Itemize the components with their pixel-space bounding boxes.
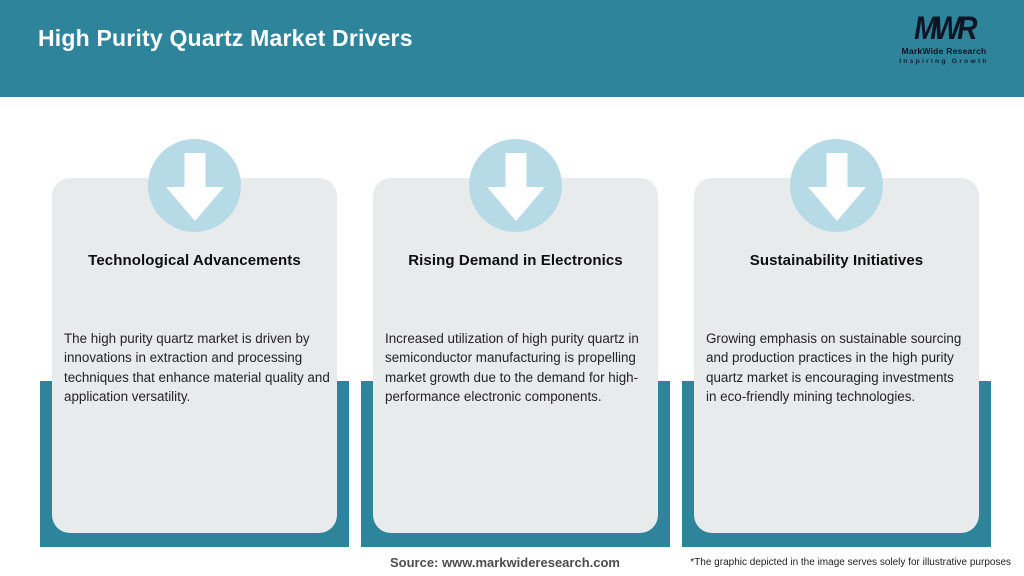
header-bar: High Purity Quartz Market Drivers MWR Ma… — [0, 0, 1024, 97]
card-title: Sustainability Initiatives — [749, 252, 924, 269]
card-description: Growing emphasis on sustainable sourcing… — [706, 331, 962, 404]
driver-card-sustainability-initiatives: Sustainability Initiatives Growing empha… — [694, 178, 979, 533]
logo-monogram: MWR — [914, 10, 977, 46]
page-title: High Purity Quartz Market Drivers — [38, 25, 413, 51]
disclaimer-text: *The graphic depicted in the image serve… — [690, 557, 1011, 568]
logo-tagline: Inspiring Growth — [899, 57, 989, 65]
driver-card-rising-demand-in-electronics: Rising Demand in Electronics Increased u… — [373, 178, 658, 533]
card-title: Technological Advancements — [88, 252, 301, 269]
driver-card-technological-advancements: Technological Advancements The high puri… — [52, 178, 337, 533]
down-arrow-icon — [469, 139, 562, 232]
card-title: Rising Demand in Electronics — [408, 252, 623, 269]
down-arrow-icon — [790, 139, 883, 232]
card-description: Increased utilization of high purity qua… — [385, 331, 639, 404]
card-description: The high purity quartz market is driven … — [64, 331, 330, 404]
down-arrow-icon — [148, 139, 241, 232]
logo-name: MarkWide Research — [901, 46, 987, 56]
markwide-research-logo: MWR MarkWide Research Inspiring Growth — [896, 12, 992, 65]
source-text: Source: www.markwideresearch.com — [389, 555, 620, 570]
